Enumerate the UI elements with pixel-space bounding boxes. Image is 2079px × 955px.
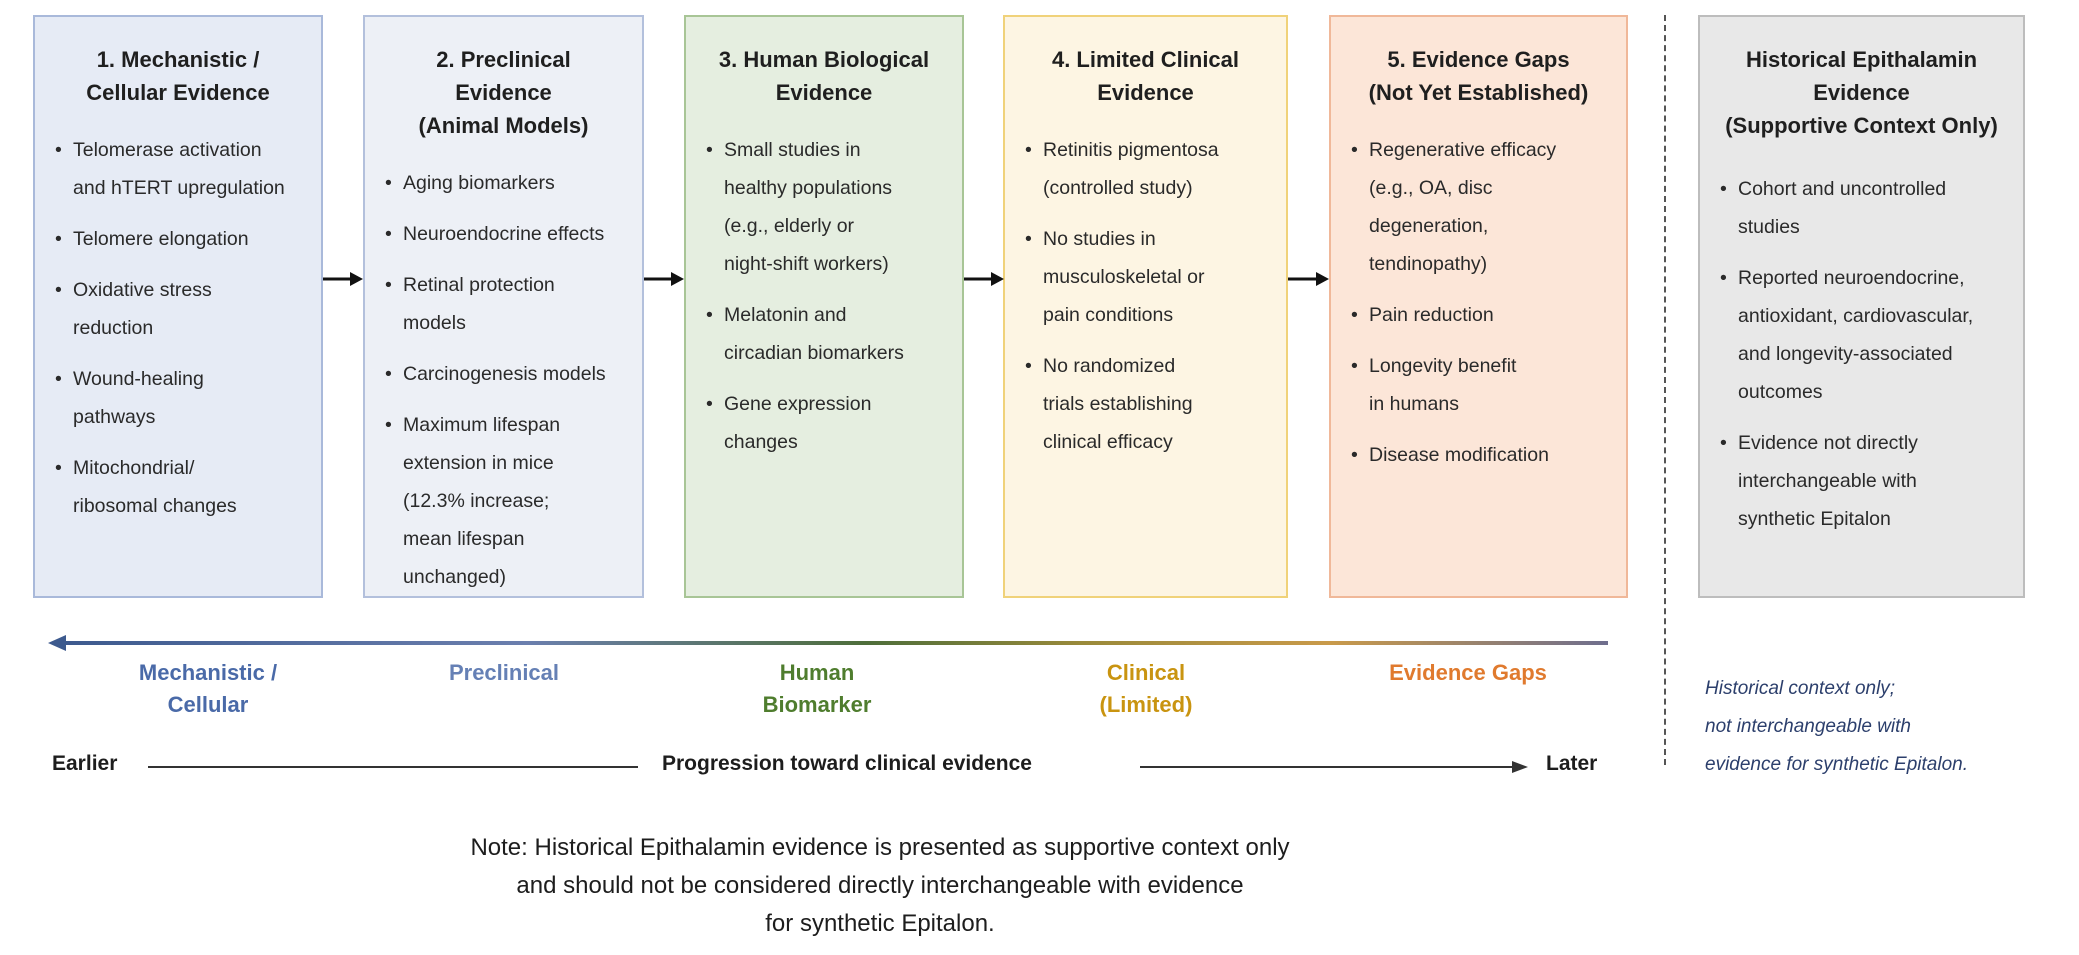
list-item: Pain reduction: [1349, 296, 1608, 334]
list-item: Mitochondrial/ ribosomal changes: [53, 449, 303, 525]
box-title: Historical Epithalamin Evidence (Support…: [1725, 47, 1998, 138]
list-item: Oxidative stress reduction: [53, 271, 303, 347]
box-list: Small studies in healthy populations (e.…: [704, 131, 944, 461]
box-title: 2. Preclinical Evidence (Animal Models): [418, 47, 589, 138]
historical-context-note: Historical context only; not interchange…: [1705, 678, 1968, 775]
list-item: Wound-healing pathways: [53, 360, 303, 436]
right-arrow-icon: [964, 272, 1004, 286]
list-item: Retinal protection models: [383, 266, 624, 342]
progression-right-arrow-icon: [1140, 761, 1528, 773]
stage-label-human-biomarker: Human Biomarker: [762, 660, 872, 717]
box-mechanistic: 1. Mechanistic / Cellular Evidence Telom…: [33, 15, 323, 598]
list-item: Evidence not directly interchangeable wi…: [1718, 424, 2005, 538]
list-item: Disease modification: [1349, 436, 1608, 474]
footnote: Note: Historical Epithalamin evidence is…: [470, 834, 1290, 937]
list-item: Carcinogenesis models: [383, 355, 624, 393]
dashed-divider: [1664, 15, 1666, 765]
right-arrow-icon: [1288, 272, 1329, 286]
progression-earlier-label: Earlier: [52, 752, 118, 775]
stage-label-clinical: Clinical (Limited): [1099, 660, 1193, 717]
list-item: Melatonin and circadian biomarkers: [704, 296, 944, 372]
list-item: Retinitis pigmentosa (controlled study): [1023, 131, 1268, 207]
progression-line-left: [148, 766, 638, 768]
list-item: Reported neuroendocrine, antioxidant, ca…: [1718, 259, 2005, 411]
progression-center-label: Progression toward clinical evidence: [662, 752, 1032, 775]
stage-label-evidence-gaps: Evidence Gaps: [1389, 660, 1547, 685]
list-item: Maximum lifespan extension in mice (12.3…: [383, 406, 624, 596]
list-item: Small studies in healthy populations (e.…: [704, 131, 944, 283]
box-list: Telomerase activation and hTERT upregula…: [53, 131, 303, 525]
right-arrow-icon: [644, 272, 684, 286]
box-list: Retinitis pigmentosa (controlled study) …: [1023, 131, 1268, 461]
box-list: Regenerative efficacy (e.g., OA, disc de…: [1349, 131, 1608, 474]
box-title: 4. Limited Clinical Evidence: [1051, 47, 1240, 105]
list-item: Cohort and uncontrolled studies: [1718, 170, 2005, 246]
box-human-biological: 3. Human Biological Evidence Small studi…: [684, 15, 964, 598]
stage-timeline-arrow: [48, 635, 1608, 651]
box-title: 5. Evidence Gaps (Not Yet Established): [1368, 47, 1589, 105]
box-title: 3. Human Biological Evidence: [718, 47, 930, 105]
list-item: Telomerase activation and hTERT upregula…: [53, 131, 303, 207]
box-preclinical: 2. Preclinical Evidence (Animal Models) …: [363, 15, 644, 598]
box-limited-clinical: 4. Limited Clinical Evidence Retinitis p…: [1003, 15, 1288, 598]
list-item: Longevity benefit in humans: [1349, 347, 1608, 423]
list-item: No randomized trials establishing clinic…: [1023, 347, 1268, 461]
list-item: No studies in musculoskeletal or pain co…: [1023, 220, 1268, 334]
right-arrow-icon: [323, 272, 363, 286]
box-list: Aging biomarkers Neuroendocrine effects …: [383, 164, 624, 596]
list-item: Aging biomarkers: [383, 164, 624, 202]
list-item: Telomere elongation: [53, 220, 303, 258]
box-historical-epithalamin: Historical Epithalamin Evidence (Support…: [1698, 15, 2025, 598]
box-title: 1. Mechanistic / Cellular Evidence: [86, 47, 270, 105]
box-evidence-gaps: 5. Evidence Gaps (Not Yet Established) R…: [1329, 15, 1628, 598]
list-item: Gene expression changes: [704, 385, 944, 461]
box-list: Cohort and uncontrolled studies Reported…: [1718, 170, 2005, 538]
stage-label-mechanistic: Mechanistic / Cellular: [138, 660, 278, 717]
list-item: Neuroendocrine effects: [383, 215, 624, 253]
progression-later-label: Later: [1546, 752, 1598, 775]
list-item: Regenerative efficacy (e.g., OA, disc de…: [1349, 131, 1608, 283]
stage-label-preclinical: Preclinical: [448, 660, 560, 685]
